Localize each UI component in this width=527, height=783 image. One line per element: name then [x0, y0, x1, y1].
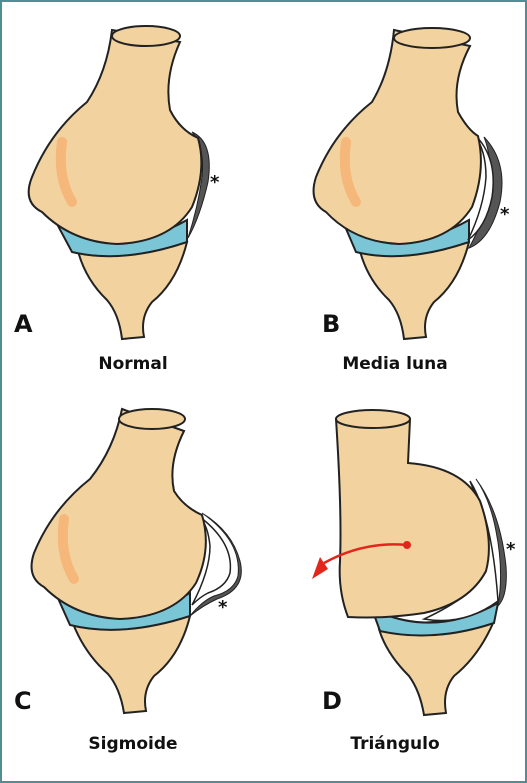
panel-b: B Media luna *	[264, 2, 526, 391]
joint-illustration-triangulo	[312, 409, 507, 717]
joint-illustration-media-luna	[312, 27, 503, 341]
panel-letter: D	[322, 687, 342, 715]
panel-letter: B	[322, 310, 341, 338]
rim-marker: *	[500, 204, 510, 225]
panel-caption: Triángulo	[350, 734, 440, 754]
panel-caption: Normal	[98, 354, 168, 374]
panel-d: D Triángulo *	[264, 391, 526, 780]
panel-c: C Sigmoide *	[2, 391, 264, 780]
joint-illustration-sigmoide	[30, 407, 242, 715]
joint-illustration-normal	[27, 25, 210, 341]
rim-marker: *	[218, 597, 228, 618]
panel-caption: Media luna	[342, 354, 448, 374]
panel-letter: C	[14, 687, 32, 715]
rim-marker: *	[506, 539, 516, 560]
panel-a: A Normal *	[2, 2, 264, 391]
panel-letter: A	[14, 310, 33, 338]
rim-marker: *	[210, 172, 220, 193]
panel-caption: Sigmoide	[88, 734, 178, 754]
